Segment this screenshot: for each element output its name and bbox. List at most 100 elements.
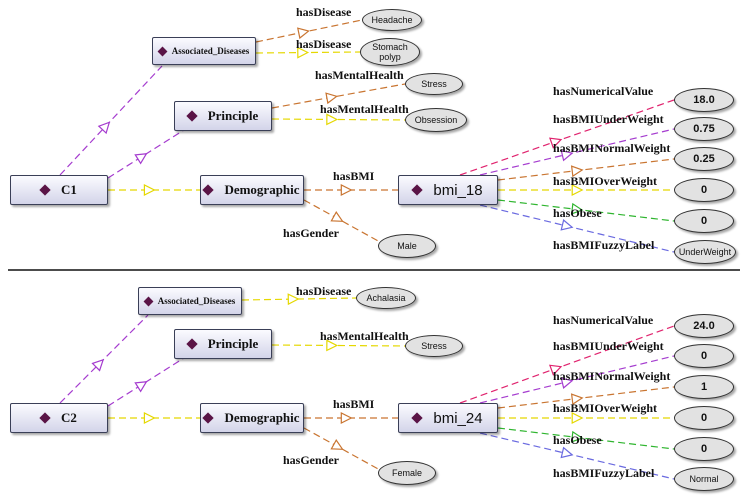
diamond-icon (39, 412, 51, 424)
over-weight-leaf-c2: 0 (674, 406, 734, 430)
edge-c2-associated (59, 314, 149, 404)
numerical-value-leaf-c1: 18.0 (674, 88, 734, 112)
edge-c2-underweight (479, 355, 675, 404)
case-node-c1: C1 (10, 175, 108, 205)
edge-c1-demographic (108, 184, 200, 196)
diamond-icon (143, 296, 154, 306)
associated-label: Associated_Diseases (157, 296, 236, 306)
edge-c2-mental-0 (271, 339, 406, 352)
edge-c1-underweight (479, 128, 675, 176)
diamond-icon (202, 412, 215, 424)
edge-c1-disease-1 (255, 46, 361, 59)
edge-c1-hasbmi (304, 184, 398, 196)
edge-label-hasobese-c1: hasObese (553, 206, 602, 220)
edge-c2-overweight (498, 412, 674, 424)
edge-label-hasbmioverweight-c1: hasBMIOverWeight (553, 174, 657, 188)
diamond-icon (157, 46, 168, 56)
demographic-label: Demographic (224, 182, 300, 197)
diamond-icon (39, 184, 51, 196)
disease-leaf-c1-0: Headache (362, 9, 422, 31)
under-weight-leaf-c2: 0 (674, 344, 734, 368)
disease-leaf-c1-1: Stomach polyp (360, 38, 420, 66)
bmi-node-c2: bmi_24 (398, 403, 498, 433)
associated-diseases-node-c2: Associated_Diseases (138, 287, 242, 315)
demographic-node-c2: Demographic (200, 403, 304, 433)
numerical-value-leaf-c2: 24.0 (674, 314, 734, 338)
edge-label-hasdisease-c1-1: hasDisease (296, 37, 352, 51)
edge-c2-fuzzy (479, 432, 675, 480)
edge-label-hasbmi-c2: hasBMI (333, 397, 375, 411)
diamond-icon (186, 110, 198, 122)
edge-c2-demographic (108, 412, 200, 424)
edge-label-hasbmiunderweight-c1: hasBMIUnderWeight (553, 112, 664, 126)
diamond-icon (411, 184, 424, 196)
edge-label-hasobese-c2: hasObese (553, 433, 602, 447)
fuzzy-label-leaf-c1: UnderWeight (674, 240, 736, 264)
under-weight-leaf-c1: 0.75 (674, 117, 734, 141)
normal-weight-leaf-c1: 0.25 (674, 147, 734, 171)
edge-label-hasbmiunderweight-c2: hasBMIUnderWeight (553, 339, 664, 353)
mental-leaf-c2-0: Stress (405, 335, 463, 357)
normal-weight-leaf-c2: 1 (674, 375, 734, 399)
edge-label-hasmentalhealth-c1-1: hasMentalHealth (320, 102, 409, 116)
obese-leaf-c1: 0 (674, 209, 734, 233)
edge-label-hasnumericalvalue-c1: hasNumericalValue (553, 84, 654, 98)
edge-c1-mental-1 (271, 113, 406, 126)
demographic-label: Demographic (224, 410, 300, 425)
edge-c2-numerical (459, 325, 675, 404)
edge-c1-normalweight (497, 158, 675, 181)
edge-label-hasmentalhealth-c2-0: hasMentalHealth (320, 329, 409, 343)
edge-c2-obese (497, 427, 675, 450)
edge-label-hasbmifuzzylabel-c1: hasBMIFuzzyLabel (553, 238, 655, 252)
edge-c2-hasbmi (304, 412, 398, 424)
case-node-c2: C2 (10, 403, 108, 433)
bmi-label: bmi_18 (433, 181, 483, 199)
edge-c2-disease-0 (241, 293, 357, 306)
edge-label-hasbmioverweight-c2: hasBMIOverWeight (553, 401, 657, 415)
principle-node-c1: Principle (174, 101, 272, 131)
disease-leaf-c2-0: Achalasia (356, 287, 416, 309)
case-label: C2 (61, 410, 77, 425)
associated-diseases-node-c1: Associated_Diseases (152, 37, 256, 65)
edge-c1-overweight (498, 184, 674, 196)
mental-leaf-c1-1: Obsession (405, 108, 467, 132)
edge-label-hasbminormalweight-c1: hasBMINormalWeight (553, 141, 671, 155)
bmi-label: bmi_24 (433, 409, 483, 427)
edge-label-hasbmi-c1: hasBMI (333, 169, 375, 183)
edge-c2-normalweight (497, 386, 675, 409)
diamond-icon (411, 412, 424, 424)
over-weight-leaf-c1: 0 (674, 178, 734, 202)
edge-label-hasmentalhealth-c1-0: hasMentalHealth (315, 68, 404, 82)
edge-label-hasdisease-c2-0: hasDisease (296, 284, 352, 298)
bmi-node-c1: bmi_18 (398, 175, 498, 205)
edge-label-hasnumericalvalue-c2: hasNumericalValue (553, 313, 654, 327)
obese-leaf-c2: 0 (674, 437, 734, 461)
associated-label: Associated_Diseases (171, 46, 250, 56)
demographic-node-c1: Demographic (200, 175, 304, 205)
edge-label-hasdisease-c1-0: hasDisease (296, 5, 352, 19)
edge-label-hasgender-c1: hasGender (283, 226, 340, 240)
gender-leaf-c2: Female (378, 461, 436, 485)
edge-c1-obese (497, 199, 675, 222)
edge-label-hasbminormalweight-c2: hasBMINormalWeight (553, 369, 671, 383)
diamond-icon (186, 338, 198, 350)
principle-node-c2: Principle (174, 329, 272, 359)
edge-c1-mental-0 (271, 83, 406, 109)
edge-c1-fuzzy (479, 204, 675, 253)
edge-label-hasbmifuzzylabel-c2: hasBMIFuzzyLabel (553, 466, 655, 480)
edge-c2-hasgender (303, 427, 381, 471)
edge-label-hasgender-c2: hasGender (283, 453, 340, 467)
gender-leaf-c1: Male (378, 234, 436, 258)
mental-leaf-c1-0: Stress (405, 73, 463, 95)
diamond-icon (202, 184, 215, 196)
edge-c1-associated (59, 65, 163, 176)
edge-c1-numerical (459, 99, 675, 176)
principle-label: Principle (207, 108, 259, 123)
principle-label: Principle (207, 336, 259, 351)
edge-c1-hasgender (303, 199, 381, 243)
edge-c2-principle (107, 357, 185, 407)
edge-c1-principle (107, 129, 185, 179)
case-label: C1 (61, 182, 77, 197)
